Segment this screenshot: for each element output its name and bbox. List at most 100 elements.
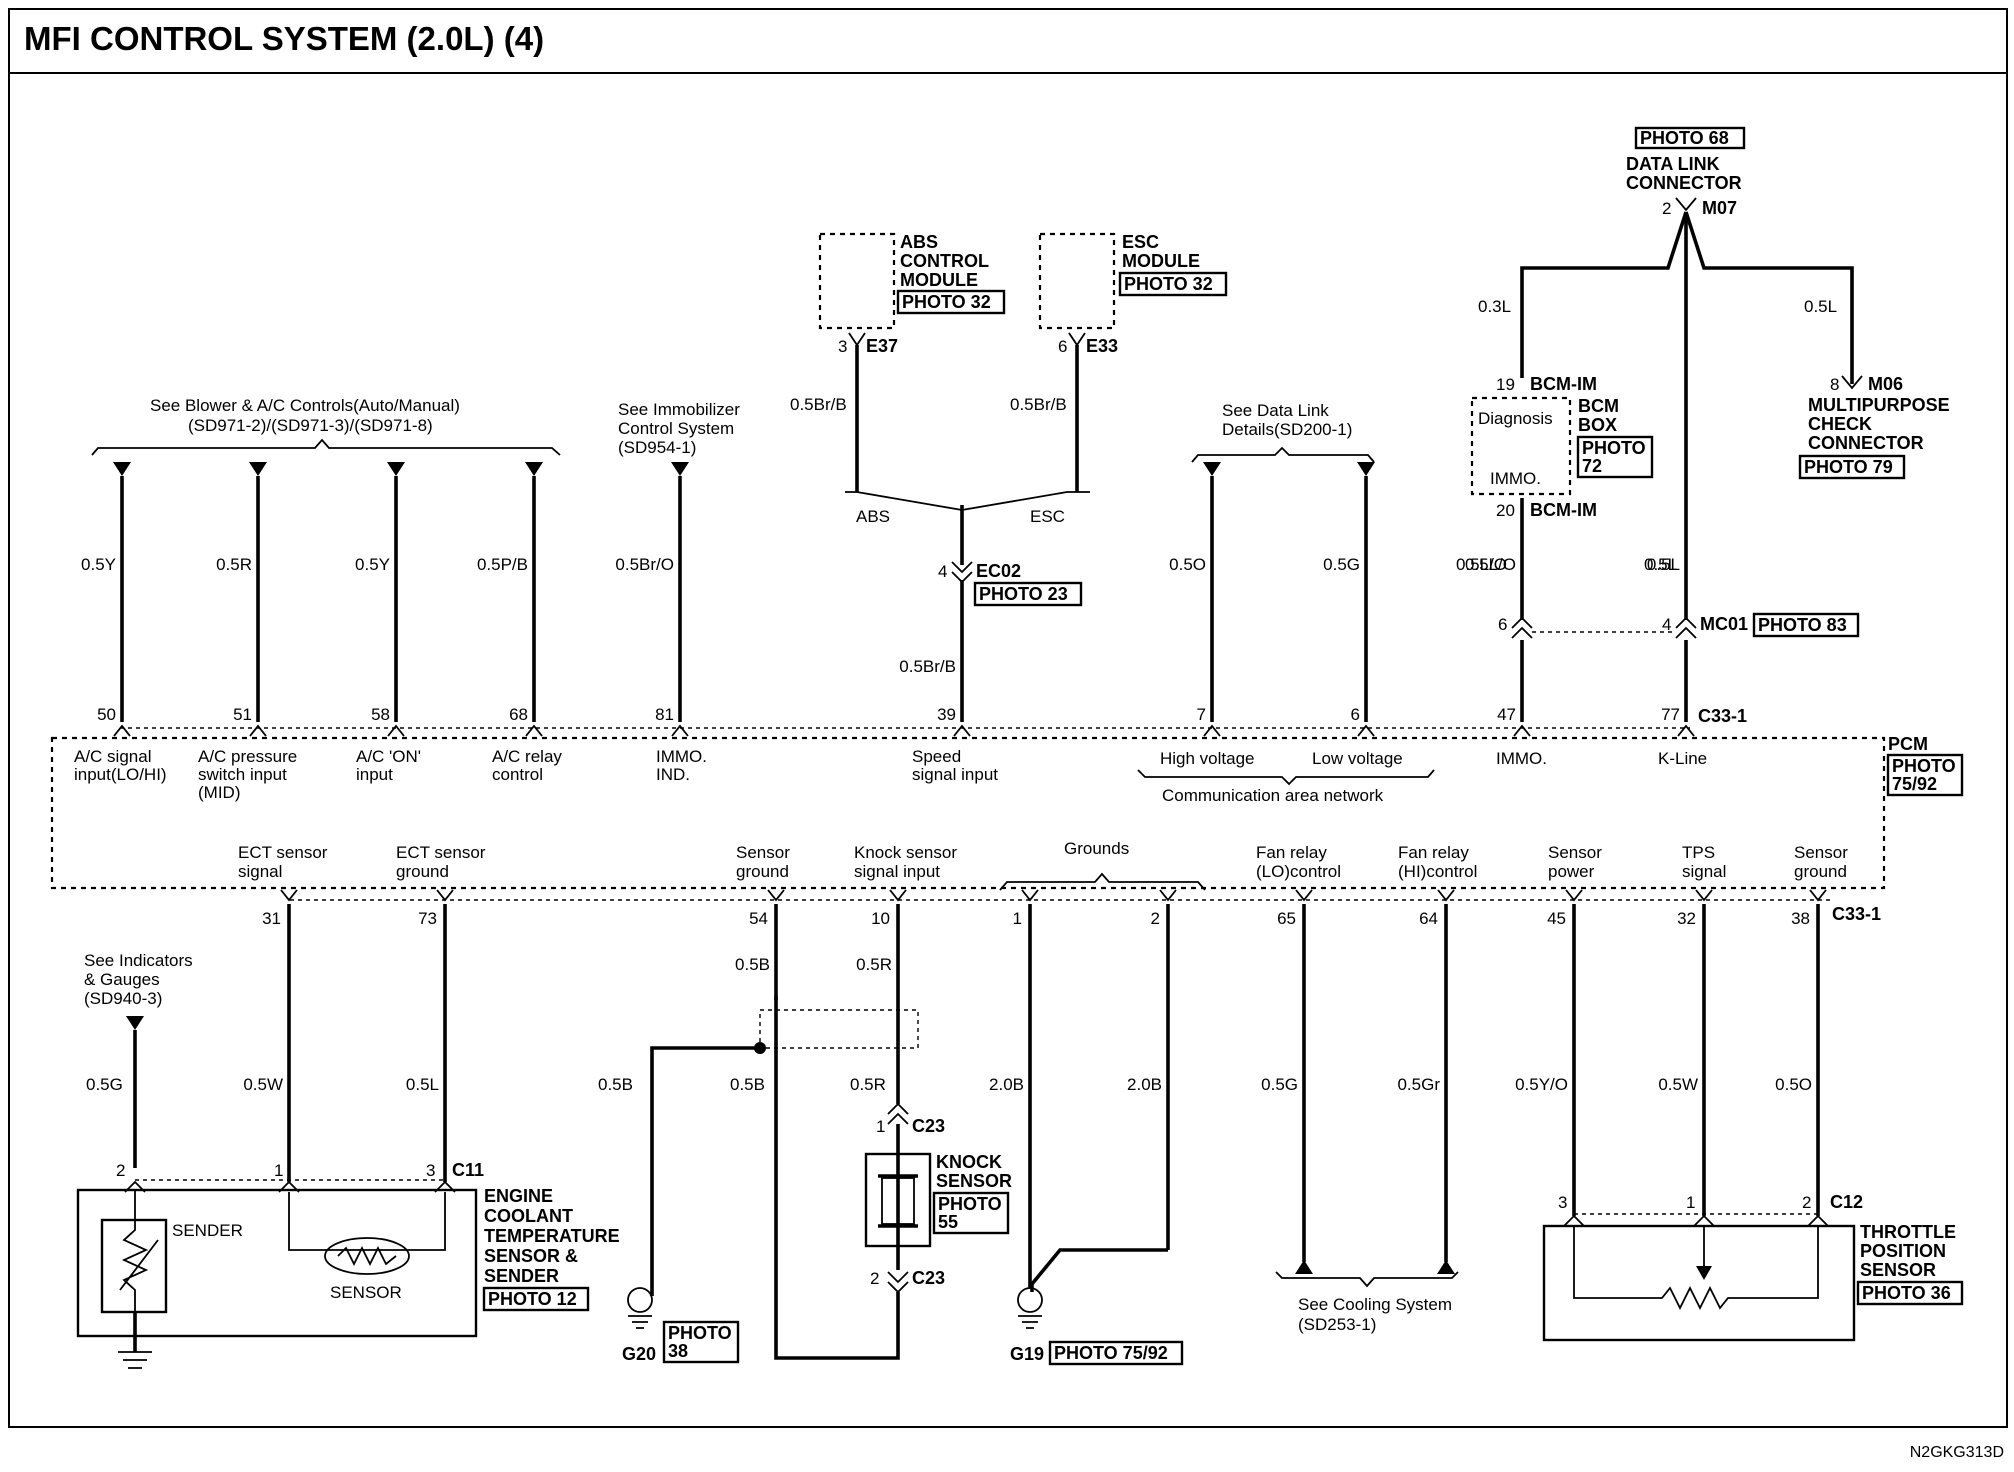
mpc-pin: 8 [1830, 375, 1839, 394]
indicators-ref-line1: See Indicators [84, 951, 193, 970]
ect-ground-icon [118, 1351, 152, 1369]
shield-wire-label: 0.5B [730, 1075, 765, 1094]
pcm-top-pin-number: 51 [233, 705, 252, 724]
pcm-bottom-pin-number: 64 [1419, 909, 1438, 928]
esc-wire-label: 0.5Br/B [1010, 395, 1067, 414]
pcm-bottom-wire-label: 0.5W [243, 1075, 283, 1094]
dlc-connector-symbol [1675, 197, 1697, 212]
bcm-photo-line2: 72 [1582, 456, 1602, 476]
pcm-bottom-wire-label: 0.5Y/O [1515, 1075, 1568, 1094]
pcm-top-pin-symbol [1513, 724, 1531, 737]
pcm-top-pin-number: 6 [1351, 705, 1360, 724]
pcm-top-signal-label: A/C 'ON' [356, 747, 421, 766]
cooling-ref-line1: See Cooling System [1298, 1295, 1452, 1314]
pcm-bottom-pin-symbol [436, 889, 454, 902]
pcm-bottom-pin-symbol [1159, 889, 1177, 902]
pcm-bottom-signal-label: signal [238, 862, 282, 881]
tps-pin-2: 1 [1686, 1193, 1695, 1212]
dlc-line2: CONNECTOR [1626, 173, 1742, 193]
bcm-photo-box [1576, 435, 1654, 479]
pcm-top-signal-label: input(LO/HI) [74, 765, 167, 784]
ect-thermistor-icon [324, 1237, 410, 1275]
abs-pin: 3 [838, 337, 847, 356]
g19-ground-lines [1018, 1315, 1042, 1329]
knock-photo-box [932, 1191, 1010, 1235]
pcm-bottom-signal-label: TPS [1682, 843, 1715, 862]
pcm-top-wire-label: 0.5Br/O [615, 555, 674, 574]
g19-photo-box [1048, 1340, 1184, 1366]
pcm-top-signal-label: K-Line [1658, 749, 1707, 768]
immo-ref-line1: See Immobilizer [618, 400, 740, 419]
bcm-box [1470, 396, 1572, 496]
esc-branch-label: ESC [1030, 507, 1065, 526]
signal-ref-arrow [1357, 462, 1375, 476]
ec02-pin: 4 [938, 562, 947, 581]
pcm-top-signal-label: IMMO. [1496, 749, 1547, 768]
signal-ref-arrow [113, 462, 131, 476]
pcm-bottom-pin-number: 38 [1791, 909, 1810, 928]
pcm-bottom-wire-label: 0.5R [856, 955, 892, 974]
pcm-bottom-wire-label: 0.5O [1775, 1075, 1812, 1094]
pcm-top-signal-label: A/C relay [492, 747, 562, 766]
grounds-label: Grounds [1064, 839, 1129, 858]
pcm-top-pin-symbol [387, 724, 405, 737]
pcm-bottom-signal-label: (HI)control [1398, 862, 1477, 881]
mc01-right-symbol [1675, 616, 1697, 639]
abs-connector: E37 [866, 336, 898, 356]
pcm-top-signal-label: input [356, 765, 393, 784]
tps-line3: SENSOR [1860, 1260, 1936, 1280]
ec02-connector-symbol [951, 561, 973, 584]
pcm-top-pin-symbol [1677, 724, 1695, 737]
tps-line2: POSITION [1860, 1241, 1946, 1261]
signal-ref-arrow [671, 462, 689, 476]
pcm-top-pin-number: 77 [1661, 705, 1680, 724]
knock-lower-wire-label: 0.5R [850, 1075, 886, 1094]
pcm-top-wire-label: 0.5R [216, 555, 252, 574]
g20-ground-lines [628, 1315, 652, 1329]
bcm-pin-bottom: 20 [1496, 501, 1515, 520]
pcm-top-signal-label: High voltage [1160, 749, 1255, 768]
mpc-connector-symbol [1841, 375, 1863, 390]
g20-photo-line2: 38 [668, 1341, 688, 1361]
mpc-line3: CONNECTOR [1808, 433, 1924, 453]
dlc-connector: M07 [1702, 198, 1737, 218]
abs-line2: CONTROL [900, 251, 989, 271]
ect-line3: TEMPERATURE [484, 1226, 620, 1246]
cooling-ref-line2: (SD253-1) [1298, 1315, 1376, 1334]
pcm-bottom-wire-label: 0.5B [735, 955, 770, 974]
mc01-pin-left: 6 [1498, 615, 1507, 634]
pcm-top-pin-number: 68 [509, 705, 528, 724]
title-bar: MFI CONTROL SYSTEM (2.0L) (4) [10, 10, 2006, 74]
tps-line1: THROTTLE [1860, 1222, 1956, 1242]
dlc-line1: DATA LINK [1626, 154, 1720, 174]
page-title: MFI CONTROL SYSTEM (2.0L) (4) [24, 20, 545, 57]
g20-photo-box [662, 1320, 740, 1364]
g20-wire [650, 1046, 760, 1296]
tps-photo: PHOTO 36 [1862, 1283, 1951, 1303]
pcm-top-wire-label: 0.5L [1647, 555, 1680, 574]
abs-line3: MODULE [900, 270, 978, 290]
dlc-photo: PHOTO 68 [1640, 128, 1729, 148]
pcm-top-signal-label: IND. [656, 765, 690, 784]
pcm-top-signal-label: Speed [912, 747, 961, 766]
abs-wire-label: 0.5Br/B [790, 395, 847, 414]
pcm-bottom-signal-label: ground [736, 862, 789, 881]
indicators-ref-line2: & Gauges [84, 970, 160, 989]
ect-photo: PHOTO 12 [488, 1289, 577, 1309]
pcm-top-wire-label: 0.5P/B [477, 555, 528, 574]
signal-ref-arrow [387, 462, 405, 476]
abs-module-box [818, 232, 896, 330]
immo-ref-line3: (SD954-1) [618, 438, 696, 457]
knock-connector-top-symbol [887, 1102, 909, 1125]
signal-ref-arrow [525, 462, 543, 476]
mpc-connector: M06 [1868, 374, 1903, 394]
sender-element [100, 1218, 168, 1314]
dlc-bcm-wire [1520, 211, 1688, 378]
pcm-top-pin-symbol [953, 724, 971, 737]
bcm-top-wire-label: 0.3L [1478, 297, 1511, 316]
tps-pin-1: 3 [1558, 1193, 1567, 1212]
pcm-bottom-pin-symbol [1809, 889, 1827, 902]
ect-line1: ENGINE [484, 1186, 553, 1206]
pcm-bottom-pin-number: 65 [1277, 909, 1296, 928]
